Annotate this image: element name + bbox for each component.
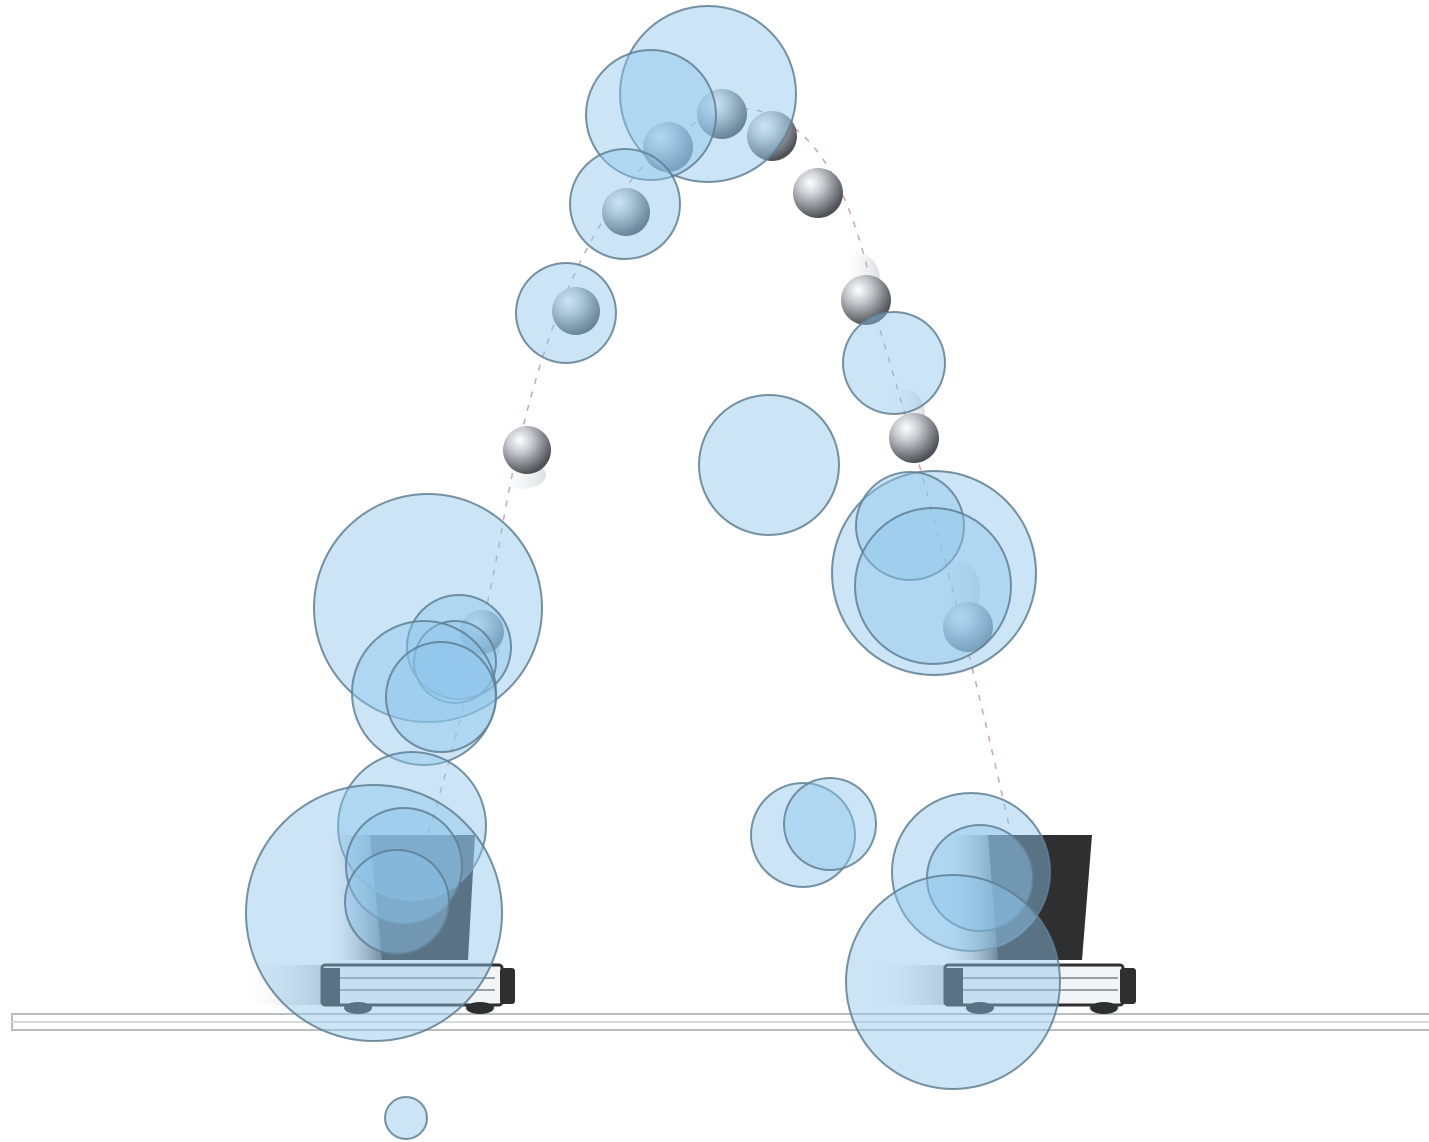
ball: [602, 188, 650, 236]
fixation-circle: [619, 5, 797, 183]
fixation-circle: [783, 777, 877, 871]
ball: [697, 89, 747, 139]
ball: [793, 168, 843, 218]
fixation-circle: [845, 874, 1061, 1090]
right-cart: [862, 963, 1136, 1014]
left-cart-wheel-front: [344, 1002, 372, 1014]
fixation-circle: [891, 792, 1051, 952]
ball: [841, 275, 891, 325]
right-cart-wheel-front: [966, 1002, 994, 1014]
ball: [552, 287, 600, 335]
ball: [889, 413, 939, 463]
left-cart-wheel-back: [466, 1002, 494, 1014]
fixation-circle: [337, 751, 487, 901]
fixation-circle: [831, 470, 1037, 676]
right-cup: [940, 835, 1092, 960]
fixation-circle: [385, 641, 497, 753]
fixation-circle: [245, 784, 503, 1042]
fixation-circle: [384, 1096, 428, 1140]
ball: [747, 111, 797, 161]
fixation-circle: [585, 49, 717, 181]
fixation-circle: [344, 849, 450, 955]
right-cart-wheel-back: [1090, 1002, 1118, 1014]
fixation-circle: [842, 311, 946, 415]
fixation-circle: [855, 471, 965, 581]
fixation-circle: [569, 148, 681, 260]
fixation-circle: [515, 262, 617, 364]
fixation-overlay: [245, 5, 1061, 1140]
fixation-circle: [750, 782, 856, 888]
ball: [643, 122, 693, 172]
fixation-circle: [698, 394, 840, 536]
rail: [11, 1013, 1429, 1031]
ball: [943, 602, 993, 652]
left-cart: [240, 963, 515, 1014]
ball: [503, 426, 551, 474]
fixation-circle: [345, 807, 463, 925]
fixation-circle: [854, 507, 1012, 665]
